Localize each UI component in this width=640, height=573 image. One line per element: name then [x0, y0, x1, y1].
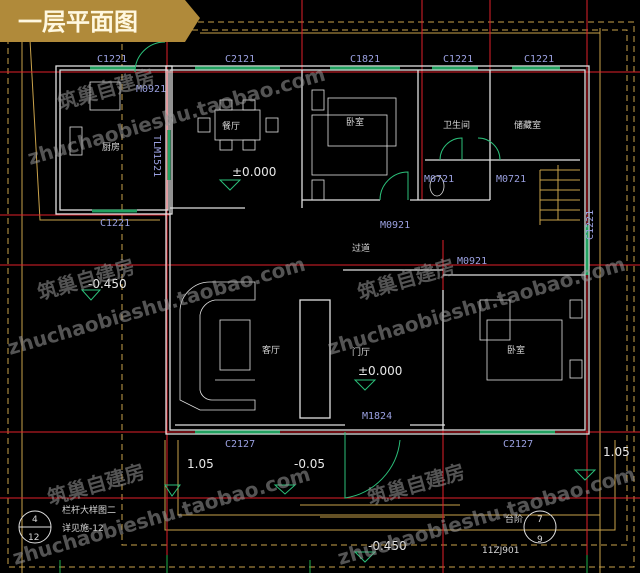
windows	[90, 66, 589, 434]
watermark-cn: 筑巢自建房	[355, 254, 458, 305]
code-sliding-door: TLM1521	[151, 135, 162, 177]
callout-left-top: 4	[32, 515, 38, 525]
room-label-corridor: 过道	[352, 242, 370, 254]
code-kitchen-door: M0921	[136, 84, 166, 95]
level-dining: ±0.000	[232, 165, 276, 179]
room-label-storage: 储藏室	[514, 119, 541, 131]
room-label-bathroom: 卫生间	[443, 119, 470, 131]
watermark-url: zhuchaobieshu.taobao.com	[325, 252, 628, 360]
level-terrace-right: 1.05	[603, 445, 630, 459]
callout-left-line2: 详见施-12	[62, 522, 104, 534]
room-label-bedroom1: 卧室	[346, 116, 364, 128]
code-bedroom2-door: M0921	[457, 256, 487, 267]
code-kitchen-window-bottom: C1221	[100, 218, 130, 229]
code-bedroom1-window: C1821	[350, 54, 380, 65]
code-entry-door: M1824	[362, 411, 392, 422]
level-west-yard: -0.450	[88, 277, 127, 291]
level-ground: -0.450	[368, 539, 407, 553]
staircase	[539, 165, 580, 225]
room-label-living: 客厅	[262, 344, 280, 356]
code-east-window: C1221	[585, 210, 596, 240]
callout-right-top: 7	[537, 515, 543, 525]
title-banner	[0, 0, 200, 42]
watermarks: 筑巢自建房 zhuchaobieshu.taobao.com 筑巢自建房 zhu…	[5, 62, 638, 570]
doors	[134, 41, 501, 499]
room-label-bedroom2: 卧室	[507, 344, 525, 356]
watermark-url: zhuchaobieshu.taobao.com	[25, 62, 328, 170]
level-terrace-left: 1.05	[187, 457, 214, 471]
code-kitchen-window-top: C1221	[97, 54, 127, 65]
code-bath-window: C1221	[443, 54, 473, 65]
watermark-url: zhuchaobieshu.taobao.com	[5, 252, 308, 360]
label-steps: 台阶	[505, 513, 523, 525]
code-storage-door: M0721	[496, 174, 526, 185]
callout-left-bottom: 12	[28, 533, 39, 543]
level-foyer: ±0.000	[358, 364, 402, 378]
code-storage-window: C1221	[524, 54, 554, 65]
code-living-window: C2127	[225, 439, 255, 450]
callout-left-line1: 栏杆大样图二	[62, 504, 116, 516]
level-terrace-mid: -0.05	[294, 457, 325, 471]
room-label-kitchen: 厨房	[102, 141, 120, 153]
furniture	[69, 81, 583, 411]
code-bedroom2-window: C2127	[503, 439, 533, 450]
watermark-cn: 筑巢自建房	[365, 459, 468, 510]
level-markers	[80, 179, 597, 563]
callout-right-ref: 11ZJ901	[482, 546, 519, 556]
watermark-url: zhuchaobieshu.taobao.com	[10, 462, 313, 570]
page-title: 一层平面图	[18, 8, 138, 36]
callout-right-bottom: 9	[537, 535, 543, 545]
watermark-cn: 筑巢自建房	[45, 459, 148, 510]
code-dining-window: C2121	[225, 54, 255, 65]
room-label-dining: 餐厅	[222, 120, 240, 132]
code-bedroom1-door: M0921	[380, 220, 410, 231]
code-bath-door: M0721	[424, 174, 454, 185]
room-label-foyer: 门厅	[352, 346, 370, 358]
detail-callout-circle-right	[523, 510, 557, 544]
